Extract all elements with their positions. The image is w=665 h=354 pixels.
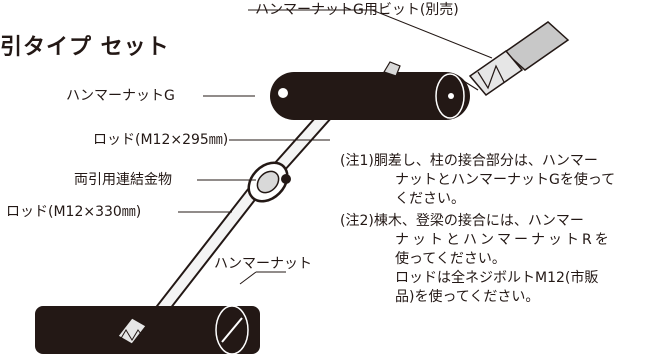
- note-1-line-1: (注1)胴差し、柱の接合部分は、ハンマー: [340, 153, 598, 169]
- label-rod-295: ロッド(M12×295㎜): [93, 132, 229, 148]
- connector-illustration: [247, 161, 291, 203]
- note-2: (注2)棟木、登梁の接合には、ハンマー ナットとハンマーナットRを 使ってくださ…: [340, 212, 612, 307]
- note-2-line-4: ロッドは全ネジボルトM12(市販: [395, 270, 599, 286]
- label-rod-330: ロッド(M12×330㎜): [6, 204, 142, 220]
- note-2-line-5: 品)を使ってください。: [395, 289, 540, 305]
- label-hammer-nut: ハンマーナット: [214, 256, 312, 272]
- note-2-line-2: ナットとハンマーナットRを: [395, 232, 612, 248]
- note-1: (注1)胴差し、柱の接合部分は、ハンマー ナットとハンマーナットGを使って くだ…: [340, 152, 615, 209]
- note-1-line-3: ください。: [395, 191, 465, 207]
- label-bit: ハンマーナットG用ビット(別売): [255, 2, 459, 18]
- bit-illustration: [461, 21, 570, 97]
- note-2-line-3: 使ってください。: [395, 251, 506, 267]
- leader-lines: [178, 9, 493, 285]
- note-1-line-2: ナットとハンマーナットGを使って: [395, 172, 616, 188]
- label-connector: 両引用連結金物: [74, 172, 172, 188]
- note-2-line-1: (注2)棟木、登梁の接合には、ハンマー: [340, 213, 584, 229]
- page-title: 引タイプ セット: [0, 35, 170, 60]
- hammer-nut-illustration: [35, 305, 260, 354]
- label-hammer-nut-g: ハンマーナットG: [66, 88, 175, 104]
- hammer-nut-g-illustration: [270, 61, 470, 120]
